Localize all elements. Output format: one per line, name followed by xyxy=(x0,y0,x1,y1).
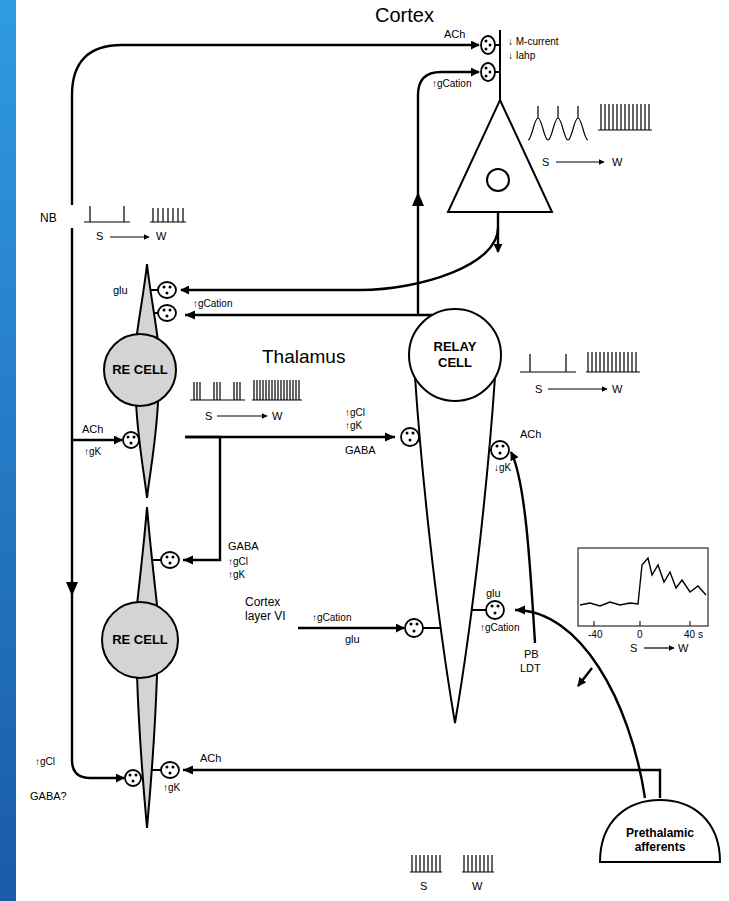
label: S xyxy=(630,642,637,655)
label: GABA xyxy=(345,444,376,457)
pathway-lines xyxy=(72,45,592,778)
label: ↓gK xyxy=(494,462,511,474)
label: ↑gCation xyxy=(432,78,471,90)
arrowhead xyxy=(515,606,525,615)
cell-node: RELAY CELL xyxy=(395,305,515,725)
label: ↑gK xyxy=(345,420,362,432)
label: 40 s xyxy=(684,629,703,641)
label: ↑gCation xyxy=(480,622,519,634)
label: W xyxy=(612,383,622,396)
cell-node: RE CELL xyxy=(102,262,185,500)
state-arrows xyxy=(110,162,674,648)
label: S xyxy=(420,880,427,893)
synaptic-boutons xyxy=(123,36,509,786)
label: 0 xyxy=(637,629,643,641)
label: ↑gK xyxy=(84,446,101,458)
label: glu xyxy=(486,587,501,600)
label: S xyxy=(542,156,549,169)
connector-line xyxy=(183,770,660,798)
label: ↑gCl xyxy=(345,407,365,419)
connector-line xyxy=(183,437,220,560)
label: ACh xyxy=(520,428,541,441)
label: ↓ M-current xyxy=(508,36,559,48)
label: S xyxy=(205,410,212,423)
firing-traces xyxy=(84,104,652,872)
label: W xyxy=(612,156,622,169)
mid-arrowheads xyxy=(66,192,424,596)
cell-outline-part xyxy=(104,334,176,406)
label: ↑gCation xyxy=(312,612,351,624)
cell-outline-part xyxy=(102,602,178,678)
label: Cortex layer VI xyxy=(245,596,297,624)
label: ACh xyxy=(200,752,221,765)
label: ↑gCl xyxy=(35,756,55,768)
label: GABA? xyxy=(30,790,67,803)
cell-outline-part xyxy=(409,309,501,401)
label: ↑gK xyxy=(228,569,245,581)
label: PB xyxy=(524,648,539,661)
label: ↑gCl xyxy=(228,556,248,568)
label: GABA xyxy=(228,540,259,553)
label: W xyxy=(156,230,166,243)
label: S xyxy=(96,230,103,243)
cell-name: Prethalamic afferents xyxy=(616,826,704,855)
label: W xyxy=(472,880,482,893)
connector xyxy=(183,437,220,565)
label: ↓ Iahp xyxy=(508,50,535,62)
label: Cortex xyxy=(375,4,434,27)
label: ↑gK xyxy=(163,782,180,794)
label: S xyxy=(535,383,542,396)
connector xyxy=(185,311,395,320)
cell-outline xyxy=(102,262,185,500)
label: glu xyxy=(345,633,360,646)
label: ACh xyxy=(82,423,103,436)
cell-outline-part xyxy=(600,800,720,862)
arrowhead xyxy=(185,311,195,320)
inset-graph xyxy=(578,548,708,626)
label: NB xyxy=(40,212,57,226)
afferent-node: Prethalamic afferents xyxy=(598,798,722,864)
cell-outline xyxy=(95,505,183,830)
arrowhead xyxy=(183,766,193,775)
connector xyxy=(183,766,660,799)
vesicle-dots xyxy=(127,40,505,783)
connector-line xyxy=(185,314,395,316)
cell-outline-part xyxy=(415,377,495,723)
label: Thalamus xyxy=(262,346,345,368)
label: W xyxy=(678,642,688,655)
label: LDT xyxy=(520,662,541,675)
label: ACh xyxy=(444,28,465,41)
arrowhead xyxy=(385,433,395,442)
arrowhead xyxy=(183,556,193,565)
cell-node: RE CELL xyxy=(95,505,183,830)
label: ↑gCation xyxy=(193,298,232,310)
slide-stripe xyxy=(0,0,16,901)
label: W xyxy=(272,410,282,423)
bouton-stalks xyxy=(131,45,500,778)
cell-name: RELAY CELL xyxy=(420,339,490,370)
pyramidal-cell xyxy=(448,30,552,212)
cell-name: RE CELL xyxy=(106,632,174,648)
label: glu xyxy=(113,284,128,297)
cell-name: RE CELL xyxy=(106,362,174,378)
label: -40 xyxy=(588,629,602,641)
